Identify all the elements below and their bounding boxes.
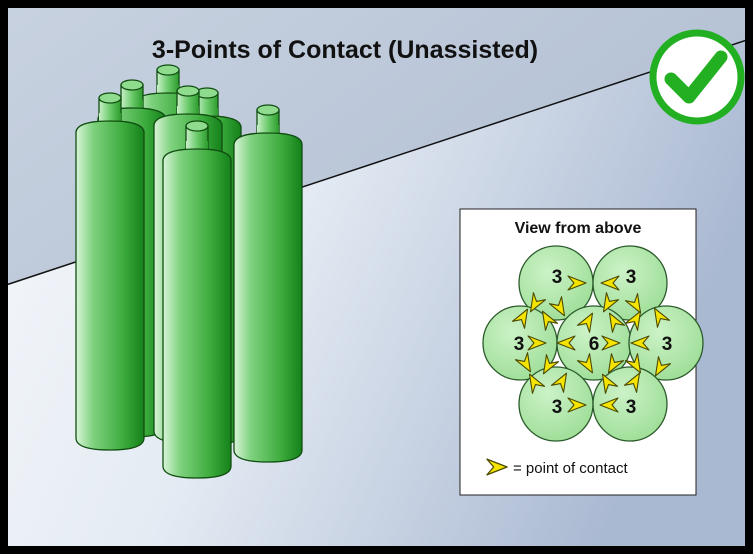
top-view-panel: View from above 3 3 3 6 3 3 3: [459, 208, 704, 496]
count-mid-left: 3: [514, 334, 525, 355]
count-mid-right: 3: [662, 334, 673, 355]
slide-title: 3-Points of Contact (Unassisted): [152, 36, 538, 64]
cylinder-cluster: [75, 64, 303, 479]
circle-mid-right: [628, 305, 704, 381]
legend: = point of contact: [486, 458, 628, 477]
count-bottom-left: 3: [552, 397, 563, 418]
cylinder-front: [162, 120, 232, 479]
legend-label: = point of contact: [513, 460, 628, 477]
cylinder-right: [233, 104, 303, 463]
panel-title: View from above: [515, 220, 642, 237]
cylinder-mid-left: [75, 92, 145, 451]
count-center: 6: [589, 334, 600, 355]
count-top-left: 3: [552, 267, 563, 288]
checkmark-icon: [649, 29, 745, 125]
count-top-right: 3: [626, 267, 637, 288]
count-bottom-right: 3: [626, 397, 637, 418]
